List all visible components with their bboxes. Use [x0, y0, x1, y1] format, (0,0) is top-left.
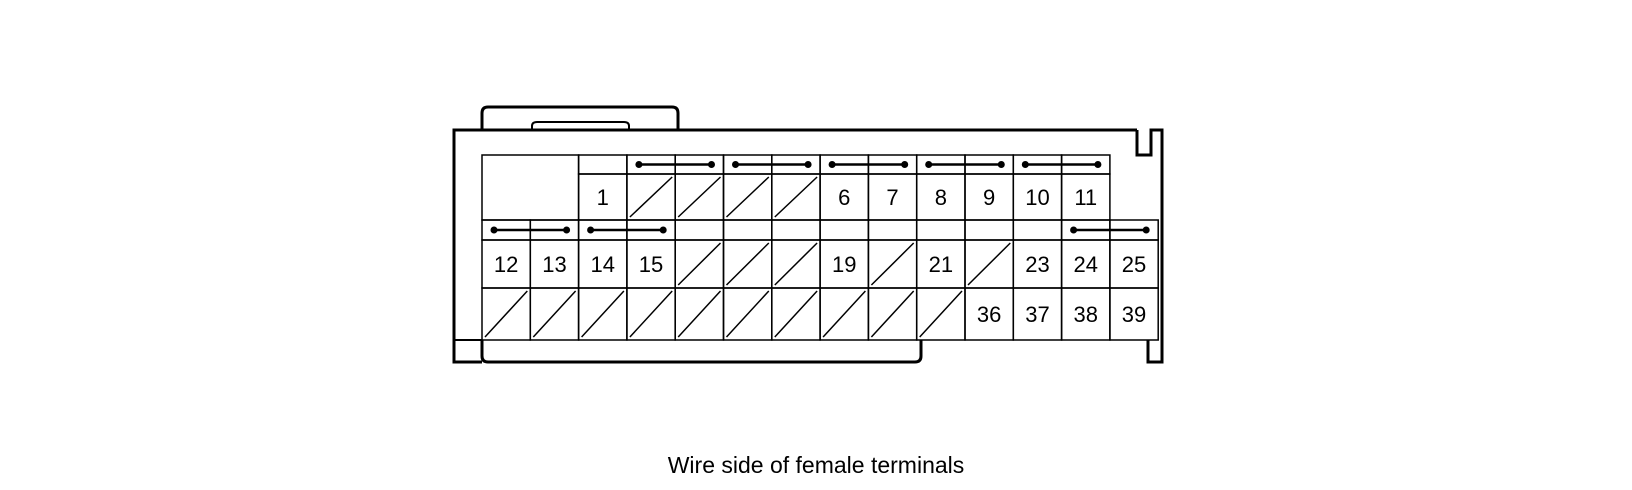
- shorting-bar-end: [732, 161, 739, 168]
- band-cell: [867, 219, 918, 241]
- blocked-cavity-mark: [725, 242, 770, 286]
- housing-outline: [452, 128, 1137, 364]
- shorting-bar-end: [1094, 161, 1102, 168]
- blocked-cavity-mark: [870, 242, 915, 286]
- band-cell: [577, 154, 628, 175]
- pin-number: 37: [1025, 302, 1049, 327]
- blocked-cavity-mark: [581, 290, 625, 338]
- connector-diagram: 1 6 7 8 9 10 11 12 13 14 15 19 21 23 24 25 36 37 38 39: [452, 105, 1164, 364]
- blocked-cavity-mark: [484, 290, 528, 338]
- pin-number: 39: [1122, 302, 1146, 327]
- pin-number: 15: [639, 252, 663, 277]
- blocked-cavity-mark: [629, 290, 673, 338]
- blocked-cavity-mark: [822, 290, 866, 338]
- blocked-cavity-mark: [919, 290, 963, 338]
- pin-grid: 1 6 7 8 9 10 11 12 13 14 15 19 21 23 24 25 36 37 38 39: [481, 154, 1159, 341]
- housing-right-notch: [1135, 128, 1164, 364]
- connector-housing: [452, 105, 1164, 364]
- pin-number: 1: [597, 185, 609, 210]
- blocked-cavity-mark: [870, 290, 915, 338]
- housing-latch-inner: [531, 121, 630, 130]
- pin-number: 9: [983, 185, 995, 210]
- pin-number: 23: [1025, 252, 1049, 277]
- pin-number: 14: [591, 252, 615, 277]
- pin-number: 21: [929, 252, 953, 277]
- pin-number: 36: [977, 302, 1001, 327]
- band-cell: [964, 219, 1015, 241]
- blocked-cavity-mark: [677, 176, 722, 218]
- housing-latch: [480, 105, 680, 130]
- shorting-bar-end: [659, 226, 667, 234]
- band-cell: [819, 219, 870, 241]
- blocked-cavity-mark: [774, 290, 818, 338]
- band-cell: [915, 219, 966, 241]
- blocked-cavity-mark: [629, 176, 673, 218]
- shorting-bar-end: [563, 226, 571, 234]
- band-cell: [722, 219, 773, 241]
- shorting-bar-end: [1070, 226, 1078, 234]
- blocked-cavity-mark: [774, 176, 818, 218]
- pin-number: 12: [494, 252, 518, 277]
- cavity-cell: [1109, 287, 1159, 341]
- pin-number: 8: [935, 185, 947, 210]
- blocked-cavity-mark: [677, 242, 722, 286]
- shorting-bar-end: [997, 161, 1005, 168]
- shorting-bar-end: [1021, 161, 1029, 168]
- pin-number: 6: [838, 185, 850, 210]
- shorting-bar-end: [804, 161, 812, 168]
- diagram-caption: Wire side of female terminals: [667, 452, 965, 478]
- pin-number: 24: [1074, 252, 1098, 277]
- shorting-bar-end: [708, 161, 715, 168]
- blocked-cavity-mark: [532, 290, 577, 338]
- shorting-bar-end: [635, 161, 643, 168]
- pin-number: 38: [1074, 302, 1098, 327]
- pin-number: 10: [1025, 185, 1049, 210]
- blocked-cavity-mark: [967, 242, 1011, 286]
- pin-number: 25: [1122, 252, 1146, 277]
- blocked-cavity-mark: [677, 290, 722, 338]
- blank-area: [481, 154, 580, 221]
- shorting-bar-end: [1142, 226, 1150, 234]
- shorting-bar-end: [901, 161, 909, 168]
- shorting-bar-end: [587, 226, 595, 234]
- band-cell: [674, 219, 725, 241]
- shorting-bar-end: [828, 161, 836, 168]
- housing-bottom-key: [480, 340, 923, 364]
- shorting-bar-end: [925, 161, 933, 168]
- blocked-cavity-mark: [725, 290, 770, 338]
- blocked-cavity-mark: [774, 242, 818, 286]
- shorting-bar-end: [490, 226, 498, 234]
- pin-number: 19: [832, 252, 856, 277]
- band-cell: [1012, 219, 1063, 241]
- pin-number: 7: [886, 185, 898, 210]
- band-cell: [771, 219, 821, 241]
- blocked-cavity-mark: [725, 176, 770, 218]
- pin-number: 13: [542, 252, 566, 277]
- pin-number: 11: [1074, 185, 1097, 210]
